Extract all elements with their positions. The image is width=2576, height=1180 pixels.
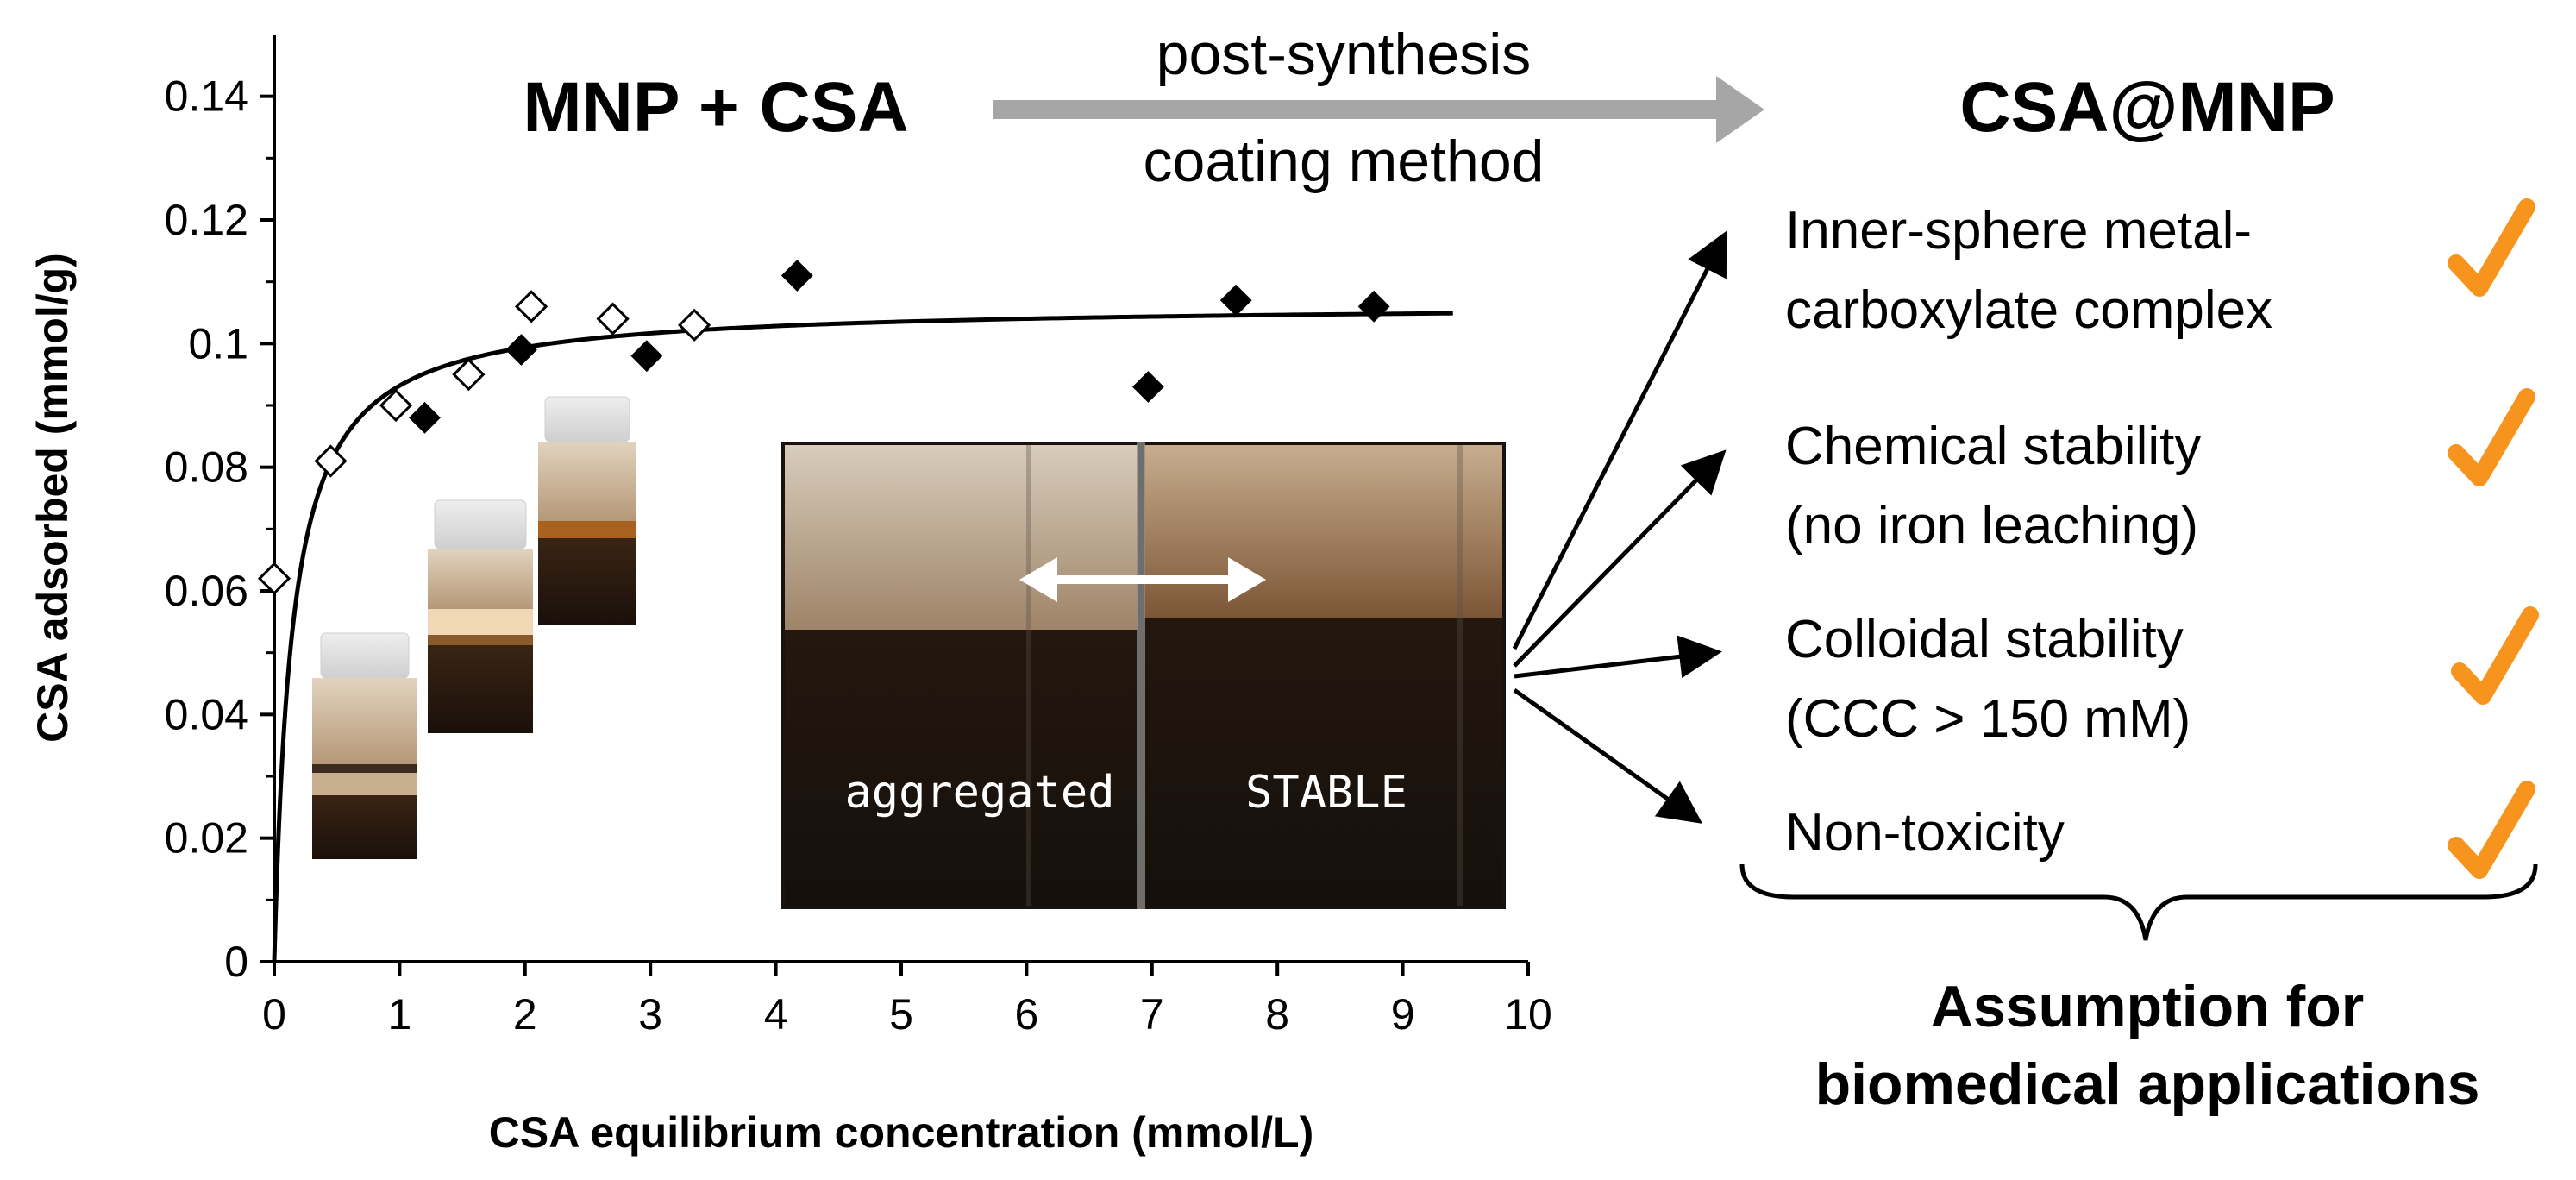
data-point-filled	[1219, 284, 1252, 317]
property-arrow-1	[1512, 230, 1727, 650]
y-tick-label: 0.04	[165, 690, 248, 738]
photo-label-aggregated: aggregated	[844, 767, 1114, 819]
checkmark-icon	[2448, 388, 2535, 486]
langmuir-fit-line	[272, 311, 1453, 963]
property-arrow-4	[1513, 687, 1703, 824]
y-tick-label: 0.06	[165, 567, 248, 615]
data-point-filled	[630, 340, 663, 373]
conclusion-line1: Assumption for	[1931, 974, 2364, 1039]
data-point-filled	[780, 260, 813, 292]
arrow-head-right	[1228, 557, 1266, 602]
checkmark-icon	[2448, 198, 2535, 297]
curly-brace	[1739, 863, 2538, 941]
x-tick-label: 4	[764, 990, 788, 1039]
property-arrow-3	[1514, 635, 1722, 679]
property-3-line1: Colloidal stability	[1785, 610, 2184, 669]
property-3-line2: (CCC > 150 mM)	[1785, 689, 2191, 749]
data-point-open	[677, 308, 711, 342]
property-1-line2: carboxylate complex	[1785, 280, 2272, 340]
y-tick-label: 0.02	[165, 814, 248, 863]
arrow-bottom-label: coating method	[1144, 129, 1545, 194]
arrow-top-label: post-synthesis	[1156, 22, 1532, 87]
conclusion-line2: biomedical applications	[1815, 1051, 2480, 1117]
data-point-open	[257, 562, 291, 595]
filled-diamond-series	[409, 260, 1390, 434]
y-tick-label: 0.08	[165, 443, 248, 492]
x-ticks: 0 1 2 3 4 5 6 7 8 9 10	[262, 962, 1552, 1039]
right-label: CSA@MNP	[1959, 68, 2335, 147]
x-tick-label: 10	[1504, 990, 1552, 1039]
y-tick-label: 0.1	[188, 319, 248, 367]
property-4-line1: Non-toxicity	[1785, 803, 2065, 863]
y-tick-label: 0.12	[165, 196, 248, 244]
x-tick-label: 9	[1391, 990, 1415, 1039]
property-2-line1: Chemical stability	[1785, 417, 2201, 476]
data-point-filled	[1357, 290, 1390, 323]
x-axis-label: CSA equilibrium concentration (mmol/L)	[489, 1108, 1314, 1157]
y-ticks: 0 0.02 0.04 0.06 0.08 0.1 0.12 0.14	[165, 72, 274, 986]
property-arrow-2	[1513, 449, 1727, 668]
right-arrow-icon	[1716, 76, 1764, 143]
arrow-head-left	[1019, 557, 1057, 602]
adsorption-chart: 0 1 2 3 4 5 6 7 8 9 10 0 0.02 0.04 0.06 0.08 0.1 0.12 0.1…	[28, 35, 1552, 1157]
y-tick-label: 0	[224, 938, 248, 986]
vial-photo-icon	[424, 497, 536, 737]
data-point-filled	[409, 401, 441, 434]
data-point-open	[452, 358, 486, 392]
vial-photo-icon	[535, 393, 640, 628]
data-point-filled	[505, 334, 537, 366]
x-tick-label: 0	[262, 990, 286, 1039]
vial-photo-icon	[309, 628, 421, 863]
open-diamond-series	[257, 290, 711, 595]
data-point-open	[314, 444, 348, 478]
photo-label-stable: STABLE	[1245, 767, 1407, 819]
scheme: MNP + CSA post-synthesis coating method …	[523, 22, 2539, 1117]
x-tick-label: 5	[889, 990, 913, 1039]
data-point-open	[379, 388, 413, 423]
left-label: MNP + CSA	[523, 68, 908, 147]
data-point-open	[596, 302, 630, 336]
synthesis-arrow	[993, 76, 1764, 143]
x-tick-label: 3	[638, 990, 662, 1039]
property-1-line1: Inner-sphere metal-	[1785, 201, 2252, 260]
x-tick-label: 1	[387, 990, 411, 1039]
x-tick-label: 7	[1140, 990, 1164, 1039]
y-axis-label: CSA adsorbed (mmol/g)	[28, 253, 77, 743]
x-tick-label: 8	[1265, 990, 1289, 1039]
dispersion-photo: aggregated STABLE	[781, 442, 1506, 909]
property-2-line2: (no iron leaching)	[1785, 496, 2198, 555]
x-tick-label: 6	[1014, 990, 1038, 1039]
checkmark-icon	[2448, 781, 2535, 879]
x-tick-label: 2	[513, 990, 537, 1039]
data-point-filled	[1132, 371, 1164, 403]
checkmark-icon	[2451, 606, 2539, 705]
data-point-open	[514, 290, 548, 323]
y-tick-label: 0.14	[165, 72, 248, 121]
